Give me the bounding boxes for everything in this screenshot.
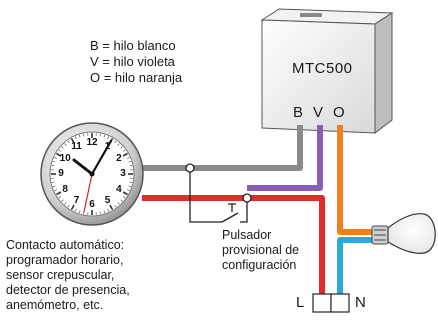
clock-minute-hand	[90, 139, 113, 176]
clock-tick	[99, 211, 101, 215]
clock-tick	[107, 209, 109, 212]
auto-contact-line-3: sensor crepuscular,	[6, 268, 115, 282]
legend-orange: O = hilo naranja	[90, 70, 183, 85]
clock-number: 2	[116, 152, 122, 164]
clock-tick	[64, 202, 67, 205]
clock-second-hand	[83, 173, 93, 213]
clock-tick	[61, 146, 64, 149]
clock-tick	[75, 136, 77, 139]
clock-tick	[129, 181, 133, 183]
clock-tick	[99, 133, 101, 137]
clock-tick	[51, 181, 55, 183]
clock-tick	[75, 209, 77, 212]
pushbutton-switch	[189, 168, 248, 223]
junction-white	[185, 163, 195, 173]
clock-tick	[67, 204, 70, 208]
clock-tick	[109, 204, 114, 210]
red-wire	[142, 195, 325, 296]
legend-violet: V = hilo violeta	[90, 54, 175, 69]
clock-tick	[122, 196, 126, 199]
violet-wire	[247, 125, 323, 191]
clock-tick	[103, 210, 105, 214]
clock-tick	[83, 133, 85, 137]
clock-number: 5	[104, 194, 111, 206]
clock-number: 10	[59, 152, 71, 164]
pushbutton-label-line-3: configuración	[222, 258, 297, 272]
clock-tick	[117, 202, 120, 205]
clock-tick	[58, 149, 62, 152]
clock-number: 6	[89, 199, 95, 210]
clock-number: 7	[73, 194, 80, 206]
clock-tick	[56, 191, 62, 196]
clock-number: 9	[58, 168, 64, 179]
clock-tick	[122, 191, 128, 196]
clock-tick	[103, 134, 105, 138]
clock-tick	[52, 185, 56, 187]
clock-tick	[122, 149, 126, 152]
clock-tick	[120, 146, 123, 149]
clock-tick	[129, 165, 133, 167]
clock-tick	[114, 204, 117, 208]
clock-number: 3	[120, 168, 126, 179]
mtc500-device	[260, 8, 394, 135]
terminal-b-label: B	[293, 104, 304, 121]
terminal-v-label: V	[313, 104, 324, 121]
clock-tick	[117, 143, 120, 146]
clock-number: 11	[71, 141, 82, 153]
light-bulb	[371, 213, 436, 254]
clock-tick	[120, 199, 123, 202]
auto-contact-line-1: Contacto automático:	[6, 238, 125, 252]
clock-tick	[128, 161, 132, 163]
supply-live-label: L	[296, 294, 305, 311]
auto-contact-line-5: anemómetro, etc.	[6, 298, 104, 312]
supply-neutral-label: N	[355, 294, 366, 311]
device-slot	[300, 13, 322, 17]
legend-white: B = hilo blanco	[90, 38, 176, 53]
pushbutton-label-line-1: Pulsador	[222, 228, 272, 242]
pushbutton-label-line-2: provisional de	[222, 243, 300, 257]
clock-tick	[107, 136, 109, 139]
orange-wire	[337, 125, 372, 235]
clock-tick	[54, 157, 57, 159]
clock-timer	[40, 122, 144, 226]
clock-tick	[122, 152, 128, 157]
clock-tick	[61, 199, 64, 202]
clock-tick	[79, 134, 81, 138]
auto-contact-line-4: detector de presencia,	[6, 283, 130, 297]
clock-number: 4	[116, 183, 122, 195]
clock-tick	[114, 140, 117, 144]
device-model-label: MTC500	[292, 60, 353, 77]
clock-tick	[79, 210, 81, 214]
clock-number: 8	[62, 183, 68, 195]
clock-tick	[67, 140, 70, 144]
junction-red	[242, 193, 252, 203]
clock-tick	[54, 189, 57, 191]
supply-terminals	[312, 293, 350, 313]
clock-ticks	[51, 133, 133, 215]
clock-tick	[51, 165, 55, 167]
blue-wire	[337, 237, 372, 296]
clock-tick	[70, 204, 75, 210]
terminal-o-label: O	[333, 104, 345, 121]
clock-tick	[52, 161, 56, 163]
clock-tick	[127, 157, 130, 159]
clock-number: 1	[104, 141, 111, 153]
auto-contact-line-2: programador horario,	[6, 253, 124, 267]
clock-number: 12	[86, 137, 98, 148]
clock-hour-hand	[72, 158, 94, 176]
clock-tick	[64, 143, 67, 146]
clock-tick	[70, 138, 75, 144]
white-wire	[142, 125, 303, 171]
clock-tick	[58, 196, 62, 199]
clock-tick	[128, 185, 132, 187]
clock-tick	[127, 189, 130, 191]
clock-tick	[56, 152, 62, 157]
